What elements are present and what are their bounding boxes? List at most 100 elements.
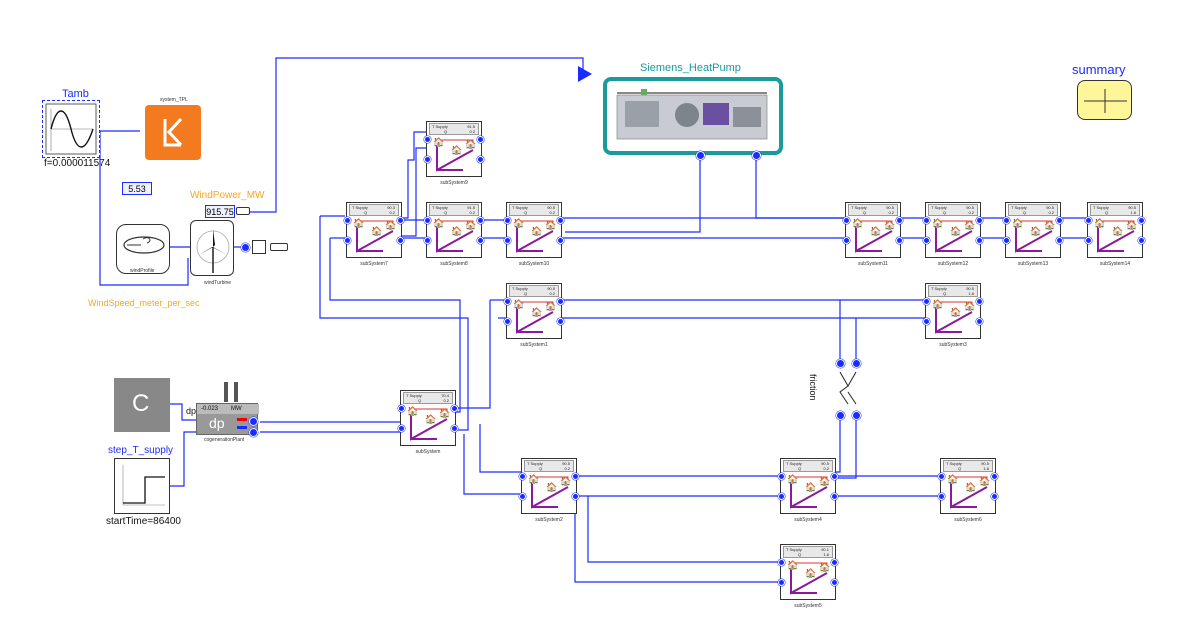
subsystem-port-return[interactable] (843, 237, 850, 244)
subsystem-port-return[interactable] (1085, 237, 1092, 244)
subsystem-port-return-out[interactable] (831, 579, 838, 586)
subsystem-port-return-out[interactable] (477, 237, 484, 244)
subsystem-port-out[interactable] (557, 217, 564, 224)
subsystem-port-return-out[interactable] (477, 156, 484, 163)
subsystem-header-tsupply: T Supply (512, 205, 528, 210)
wind-turbine-block[interactable] (190, 220, 234, 276)
heat-pump-port-b[interactable] (752, 151, 761, 160)
wind-profile-block[interactable] (116, 224, 170, 274)
house-icon: 🏠 (884, 220, 896, 230)
heat-pump-block[interactable] (603, 77, 783, 155)
subsystem-port-in[interactable] (344, 217, 351, 224)
subsystem-port-in[interactable] (424, 136, 431, 143)
subsystem-port-return[interactable] (778, 579, 785, 586)
subsystem-port-return-out[interactable] (557, 318, 564, 325)
subsystem-port-out[interactable] (976, 298, 983, 305)
subsystem-port-return-out[interactable] (451, 425, 458, 432)
summary-block[interactable] (1077, 80, 1132, 120)
cogeneration-supply-port[interactable] (249, 417, 258, 426)
subsystem-port-in[interactable] (424, 217, 431, 224)
subsystem-port-out[interactable] (1138, 217, 1145, 224)
subsystem-port-in[interactable] (923, 217, 930, 224)
turbine-port[interactable] (241, 243, 250, 252)
subsystem-port-out[interactable] (477, 136, 484, 143)
subsystem-port-return-out[interactable] (1138, 237, 1145, 244)
subsystem-port-return[interactable] (398, 425, 405, 432)
subsystem-port-return[interactable] (424, 237, 431, 244)
subsystem-port-out[interactable] (1056, 217, 1063, 224)
subsystem-port-out[interactable] (451, 405, 458, 412)
subsystem-port-return[interactable] (1003, 237, 1010, 244)
subsystem-port-return-out[interactable] (831, 493, 838, 500)
subsystem-port-return-out[interactable] (1056, 237, 1063, 244)
tamb-sine-block[interactable] (42, 100, 100, 158)
cogeneration-return-port[interactable] (249, 428, 258, 437)
subsystem-port-in[interactable] (1085, 217, 1092, 224)
subsystem-q-value: 0.2 (389, 210, 395, 215)
subsystem-port-out[interactable] (572, 473, 579, 480)
subsystem-port-return[interactable] (504, 237, 511, 244)
subsystem-port-in[interactable] (843, 217, 850, 224)
subsystem-port-return-out[interactable] (896, 237, 903, 244)
subsystem-port-out[interactable] (976, 217, 983, 224)
cogeneration-block[interactable]: -0.023 MW dp (196, 403, 259, 435)
system-tpl-block[interactable] (145, 105, 201, 160)
subsystem-port-return[interactable] (923, 318, 930, 325)
friction-port-b[interactable] (852, 359, 861, 368)
subsystem-port-return-out[interactable] (557, 237, 564, 244)
subsystem-port-out[interactable] (991, 473, 998, 480)
subsystem-port-return[interactable] (778, 493, 785, 500)
subsystem-port-return[interactable] (504, 318, 511, 325)
subsystem-port-return[interactable] (923, 237, 930, 244)
subsystem-port-in[interactable] (938, 473, 945, 480)
subsystem-port-in[interactable] (504, 298, 511, 305)
subsystem-port-out[interactable] (477, 217, 484, 224)
subsystem-port-in[interactable] (504, 217, 511, 224)
subsystem-port-in[interactable] (398, 405, 405, 412)
subsystem-port-out[interactable] (896, 217, 903, 224)
friction-port-c[interactable] (836, 411, 845, 420)
pipe-network-icon (516, 301, 554, 334)
subsystem-port-return-out[interactable] (397, 237, 404, 244)
friction-port-a[interactable] (836, 359, 845, 368)
subsystem-port-return-out[interactable] (572, 493, 579, 500)
cogeneration-chimneys-2 (234, 382, 238, 402)
subsystem-port-return[interactable] (519, 493, 526, 500)
subsystem-port-return[interactable] (938, 493, 945, 500)
heat-pump-port-a[interactable] (696, 151, 705, 160)
subsystem-port-return[interactable] (344, 237, 351, 244)
tamb-title: Tamb (62, 88, 89, 100)
summary-grid-icon (1084, 89, 1127, 113)
friction-port-d[interactable] (852, 411, 861, 420)
subsystem-port-in[interactable] (1003, 217, 1010, 224)
subsystem-port-return-out[interactable] (976, 318, 983, 325)
subsystem-port-return-out[interactable] (976, 237, 983, 244)
subsystem-port-out[interactable] (831, 559, 838, 566)
subsystem-port-return[interactable] (424, 156, 431, 163)
subsystem-port-in[interactable] (778, 559, 785, 566)
subsystem-port-in[interactable] (923, 298, 930, 305)
step-block[interactable] (114, 458, 170, 514)
subsystem-port-in[interactable] (519, 473, 526, 480)
subsystem-port-out[interactable] (397, 217, 404, 224)
subsystem-port-out[interactable] (831, 473, 838, 480)
subsystem-port-return-out[interactable] (991, 493, 998, 500)
subsystem-port-in[interactable] (778, 473, 785, 480)
subsystem-port-out[interactable] (557, 298, 564, 305)
constant-c-block[interactable]: C (114, 378, 170, 432)
